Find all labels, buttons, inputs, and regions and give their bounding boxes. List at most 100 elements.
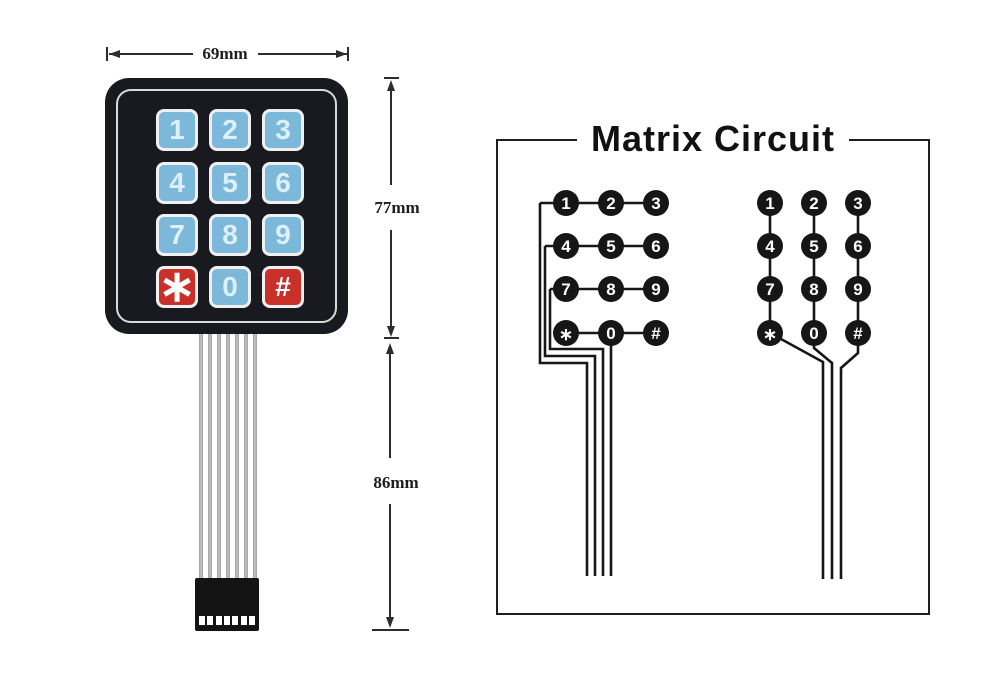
keypad-key-label: 3 <box>275 114 291 145</box>
connector-pin <box>215 616 222 625</box>
circuit-key-1 <box>757 190 783 216</box>
circuit-key-label: 0 <box>809 324 818 343</box>
matrix-circuit-title-text: Matrix Circuit <box>576 118 850 160</box>
arrowhead-up-icon <box>387 80 395 91</box>
circuit-key-* <box>553 320 579 346</box>
keypad-key-label: # <box>275 271 291 302</box>
circuit-key-label: # <box>651 324 661 343</box>
circuit-key-1 <box>553 190 579 216</box>
dimension-tick <box>384 77 399 79</box>
keypad-key-7: 7 <box>156 214 198 256</box>
circuit-key-# <box>643 320 669 346</box>
circuit-key-7 <box>757 276 783 302</box>
circuit-key-# <box>845 320 871 346</box>
keypad-key-2: 2 <box>209 109 251 151</box>
circuit-key-label: 2 <box>809 194 818 213</box>
dimension-line <box>389 353 391 458</box>
keypad-key-#: # <box>262 266 304 308</box>
connector-pin <box>223 616 230 625</box>
circuit-key-label: 9 <box>651 280 660 299</box>
circuit-key-9 <box>845 276 871 302</box>
cable-connector <box>195 578 259 631</box>
dimension-line <box>109 53 193 55</box>
circuit-key-label: 4 <box>561 237 571 256</box>
dimension-tick <box>347 47 349 61</box>
row-wiring-diagram <box>538 201 656 576</box>
circuit-key-2 <box>598 190 624 216</box>
connector-pins <box>199 616 255 625</box>
keypad-key-9: 9 <box>262 214 304 256</box>
dimension-line <box>390 230 392 328</box>
keypad-key-label: 0 <box>222 271 238 302</box>
dimension-line <box>390 90 392 185</box>
circuit-key-label: ∗ <box>559 325 573 344</box>
circuit-key-label: 3 <box>853 194 862 213</box>
circuit-key-5 <box>598 233 624 259</box>
circuit-key-0 <box>598 320 624 346</box>
keypad-key-label: 2 <box>222 114 238 145</box>
connector-pin <box>240 616 247 625</box>
circuit-key-3 <box>643 190 669 216</box>
circuit-key-label: 5 <box>809 237 818 256</box>
circuit-key-2 <box>801 190 827 216</box>
dimension-tick <box>384 337 399 339</box>
connector-pin <box>248 616 255 625</box>
arrowhead-down-icon <box>387 326 395 337</box>
keypad-key-label: 5 <box>222 167 238 198</box>
circuit-key-label: 0 <box>606 324 615 343</box>
circuit-key-label: 7 <box>765 280 774 299</box>
dimension-tick <box>106 47 108 61</box>
circuit-key-6 <box>643 233 669 259</box>
row-diagram-keys: 1 2 3 4 5 6 7 8 9 ∗ 0 # <box>553 190 669 346</box>
keypad-key-label: 6 <box>275 167 291 198</box>
keypad-key-label: 8 <box>222 219 238 250</box>
circuit-key-label: 4 <box>765 237 775 256</box>
connector-pin <box>199 616 205 625</box>
circuit-key-label: 7 <box>561 280 570 299</box>
keypad-key-5: 5 <box>209 162 251 204</box>
circuit-key-label: 5 <box>606 237 615 256</box>
keypad-key-6: 6 <box>262 162 304 204</box>
circuit-key-label: 2 <box>606 194 615 213</box>
keypad-key-4: 4 <box>156 162 198 204</box>
keypad-key-0: 0 <box>209 266 251 308</box>
cable-dimension-label: 86mm <box>373 473 419 492</box>
matrix-circuit-diagram: 1 2 3 4 5 6 7 8 9 ∗ 0 # 1 2 3 4 5 6 7 8 9 ∗ 0 # <box>538 190 871 579</box>
circuit-key-label: 6 <box>651 237 660 256</box>
keypad-key-label: ∗ <box>158 262 196 311</box>
keypad-key-1: 1 <box>156 109 198 151</box>
arrowhead-down-icon <box>386 617 394 628</box>
matrix-circuit-title: Matrix Circuit <box>496 118 930 160</box>
circuit-key-label: 9 <box>853 280 862 299</box>
circuit-key-3 <box>845 190 871 216</box>
circuit-key-5 <box>801 233 827 259</box>
keypad-key-label: 9 <box>275 219 291 250</box>
ribbon-cable <box>199 334 257 578</box>
circuit-key-label: 8 <box>606 280 615 299</box>
circuit-key-6 <box>845 233 871 259</box>
keypad-inner-border <box>116 89 337 323</box>
keypad-key-label: 4 <box>169 167 185 198</box>
circuit-key-7 <box>553 276 579 302</box>
dimension-line <box>389 504 391 618</box>
keypad-key-*: ∗ <box>156 262 198 311</box>
circuit-key-label: 8 <box>809 280 818 299</box>
circuit-key-label: 3 <box>651 194 660 213</box>
circuit-key-0 <box>801 320 827 346</box>
circuit-key-4 <box>553 233 579 259</box>
height-dimension-label: 77mm <box>374 198 420 217</box>
circuit-key-8 <box>598 276 624 302</box>
connector-pin <box>232 616 239 625</box>
dimension-line <box>258 53 347 55</box>
circuit-key-label: 1 <box>561 194 570 213</box>
circuit-key-* <box>757 320 783 346</box>
connector-pin <box>207 616 214 625</box>
width-dimension-label: 69mm <box>202 44 248 63</box>
dimension-tick <box>372 629 409 631</box>
keypad-key-3: 3 <box>262 109 304 151</box>
column-wiring-diagram <box>768 203 860 579</box>
keypad-key-label: 7 <box>169 219 185 250</box>
keypad-key-label: 1 <box>169 114 185 145</box>
